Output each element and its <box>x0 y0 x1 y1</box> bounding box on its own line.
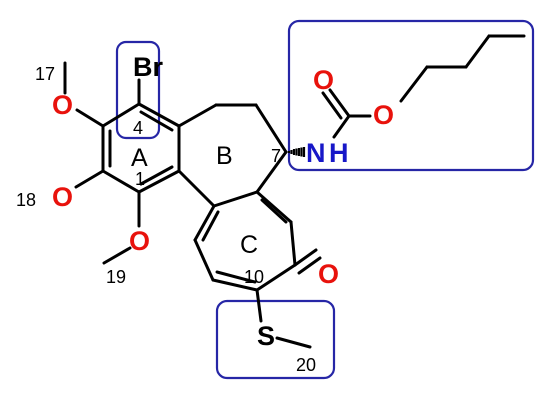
highlight-box-br <box>115 40 161 140</box>
butyl-chain-bonds <box>399 34 526 103</box>
ring-b-bonds <box>177 103 288 208</box>
hashed-wedge-c7-n <box>287 147 306 157</box>
label-10: 10 <box>244 267 264 287</box>
atom-o-carbonyl: O <box>313 65 334 95</box>
atom-h: H <box>329 138 349 168</box>
label-17: 17 <box>35 64 55 84</box>
label-1: 1 <box>135 169 145 189</box>
ring-c-bonds <box>193 190 297 292</box>
ring-label-c: C <box>240 231 258 259</box>
label-7: 7 <box>271 146 281 166</box>
methoxy-19-bonds <box>102 190 141 265</box>
label-20: 20 <box>296 355 316 375</box>
label-18: 18 <box>16 190 36 210</box>
label-19: 19 <box>106 267 126 287</box>
ring-label-a: A <box>131 144 148 172</box>
highlight-box-thioether <box>215 299 336 380</box>
ring-a-bonds <box>101 102 181 194</box>
atom-o-18: O <box>52 182 73 212</box>
atom-o-ketone: O <box>318 259 339 289</box>
carbamate-bonds <box>321 88 372 139</box>
ketone-bonds <box>293 248 322 275</box>
atom-o-19: O <box>129 226 150 256</box>
ring-label-b: B <box>216 142 233 170</box>
methoxy-17-bonds <box>63 61 105 128</box>
methoxy-18-bonds <box>74 169 105 189</box>
thioether-bonds <box>255 288 312 349</box>
atom-o-17: O <box>52 90 73 120</box>
atom-br: Br <box>133 52 163 82</box>
atom-s: S <box>257 321 275 351</box>
label-4: 4 <box>133 118 143 138</box>
atom-o-ester: O <box>373 100 394 130</box>
atom-n: N <box>306 138 326 168</box>
highlight-box-carbamate <box>287 19 535 172</box>
